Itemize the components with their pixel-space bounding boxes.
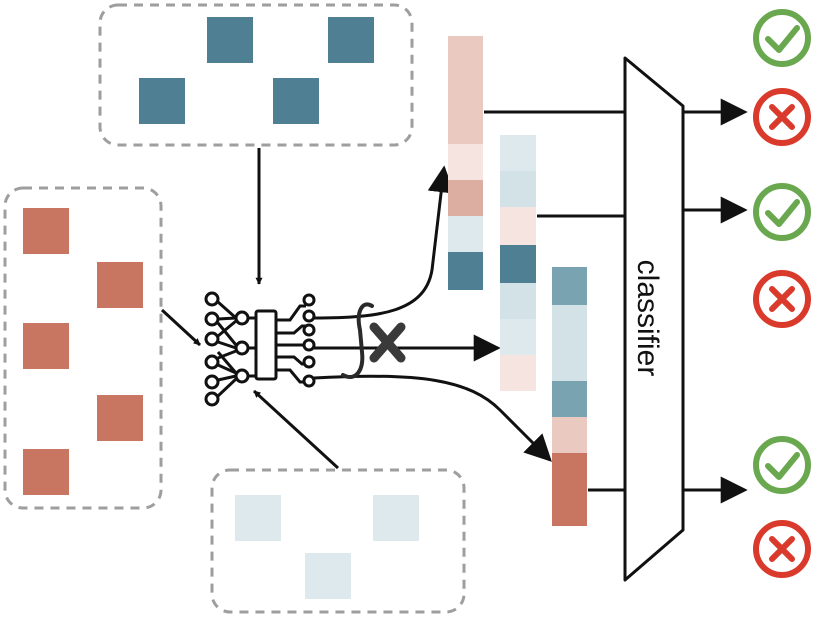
- arrow-left-to-network: [160, 308, 202, 347]
- embedding-column-1: [448, 36, 483, 290]
- cross-circle-icon: [753, 520, 811, 578]
- left-square: [97, 262, 143, 308]
- left-square: [23, 449, 69, 495]
- check-circle-icon: [753, 436, 811, 494]
- classifier-label: classifier: [631, 260, 664, 377]
- check-circle-icon: [753, 183, 811, 241]
- function-blocked-icon: [341, 302, 406, 379]
- check-circle-icon: [753, 9, 811, 67]
- left-square: [97, 395, 143, 441]
- top-square: [273, 78, 319, 124]
- classifier-block: classifier: [623, 56, 685, 582]
- arrow-bottom-to-network: [252, 389, 340, 470]
- neural-network-chip-icon: [204, 291, 316, 407]
- left-square: [23, 208, 69, 254]
- top-square: [139, 78, 185, 124]
- embedding-column-2: [500, 135, 536, 391]
- left-feature-box: [3, 186, 163, 510]
- cross-circle-icon: [753, 270, 811, 328]
- left-square: [23, 323, 69, 369]
- top-feature-box: [98, 3, 414, 147]
- embedding-column-3: [552, 267, 587, 526]
- bottom-square: [235, 495, 281, 541]
- top-square: [328, 17, 374, 63]
- arrow-to-column-1: [313, 165, 455, 320]
- bottom-feature-box: [210, 468, 466, 614]
- top-square: [207, 17, 253, 63]
- bottom-square: [373, 495, 419, 541]
- bottom-square: [305, 553, 351, 599]
- cross-circle-icon: [753, 88, 811, 146]
